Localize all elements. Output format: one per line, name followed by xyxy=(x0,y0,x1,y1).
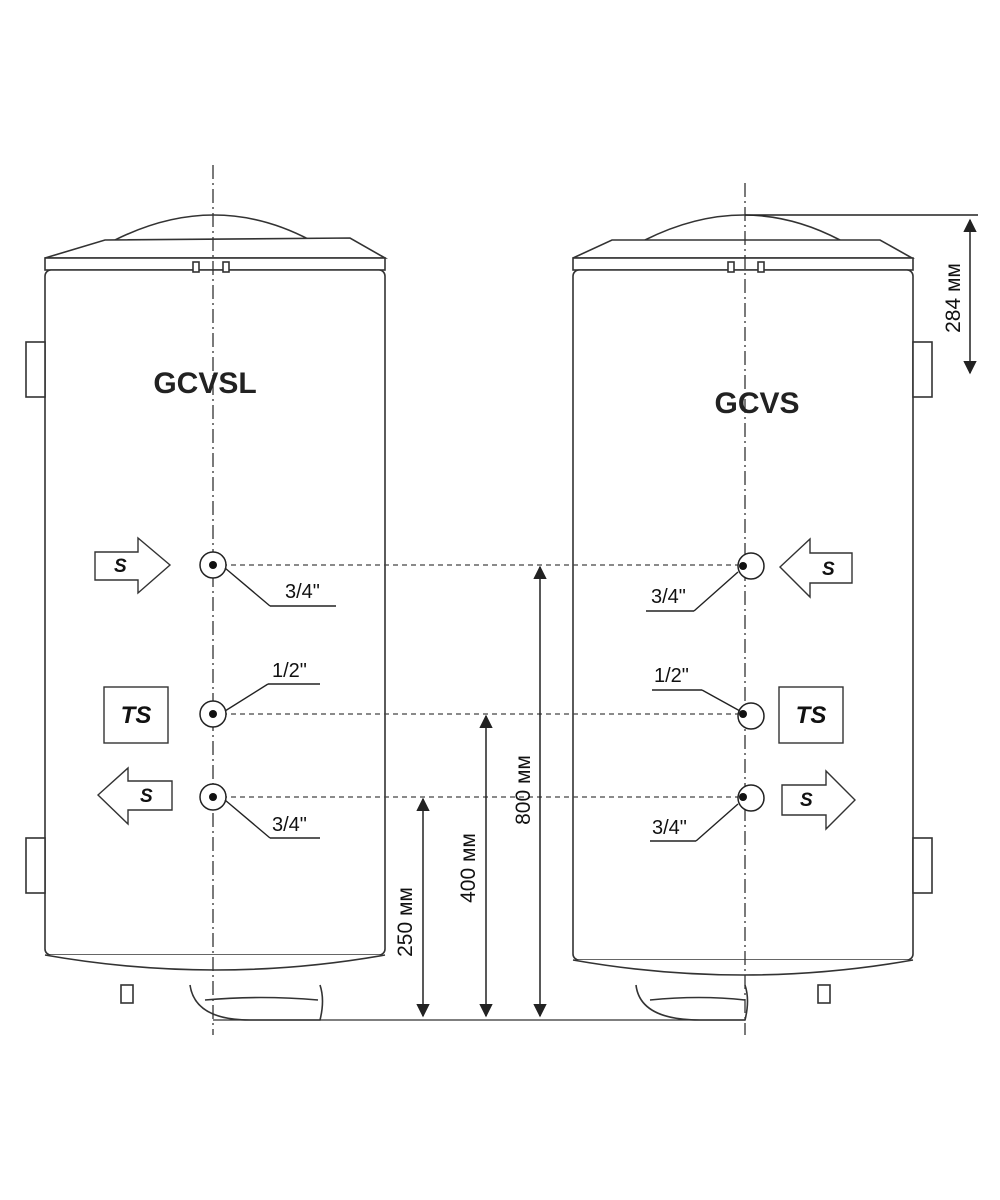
left-connection-dots xyxy=(209,561,217,801)
svg-text:S: S xyxy=(800,790,813,811)
dim-400-label: 400 мм xyxy=(457,833,480,903)
right-leaders xyxy=(646,571,741,842)
dim-250-label: 250 мм xyxy=(394,887,417,957)
left-ts-box: TS xyxy=(103,686,169,744)
svg-text:TS: TS xyxy=(796,702,827,729)
svg-text:S: S xyxy=(822,559,835,580)
right-connections xyxy=(737,552,765,812)
dimension-lines xyxy=(416,214,978,1018)
level-lines xyxy=(213,564,745,798)
left-lower-size: 3/4" xyxy=(272,814,307,836)
svg-text:TS: TS xyxy=(121,702,152,729)
left-tank-label: GCVSL xyxy=(153,367,256,400)
left-upper-size: 3/4" xyxy=(285,581,320,603)
dim-284-label: 284 мм xyxy=(942,263,965,333)
dim-800-label: 800 мм xyxy=(512,755,535,825)
right-ts-box: TS xyxy=(778,686,844,744)
left-middle-size: 1/2" xyxy=(272,660,307,682)
right-upper-size: 3/4" xyxy=(651,586,686,608)
right-lower-size: 3/4" xyxy=(652,817,687,839)
right-middle-size: 1/2" xyxy=(654,665,689,687)
center-lines xyxy=(212,165,746,1035)
right-tank-label: GCVS xyxy=(714,387,799,420)
right-tank xyxy=(572,214,933,1021)
left-tank xyxy=(25,214,389,1021)
left-leaders xyxy=(224,567,336,839)
svg-text:S: S xyxy=(140,786,153,807)
svg-text:S: S xyxy=(114,556,127,577)
right-outlet-arrow: S xyxy=(781,769,856,831)
right-connection-dots xyxy=(739,562,747,801)
left-inlet-arrow: S xyxy=(94,536,172,595)
right-inlet-arrow: S xyxy=(778,537,853,599)
left-outlet-arrow: S xyxy=(96,766,173,826)
